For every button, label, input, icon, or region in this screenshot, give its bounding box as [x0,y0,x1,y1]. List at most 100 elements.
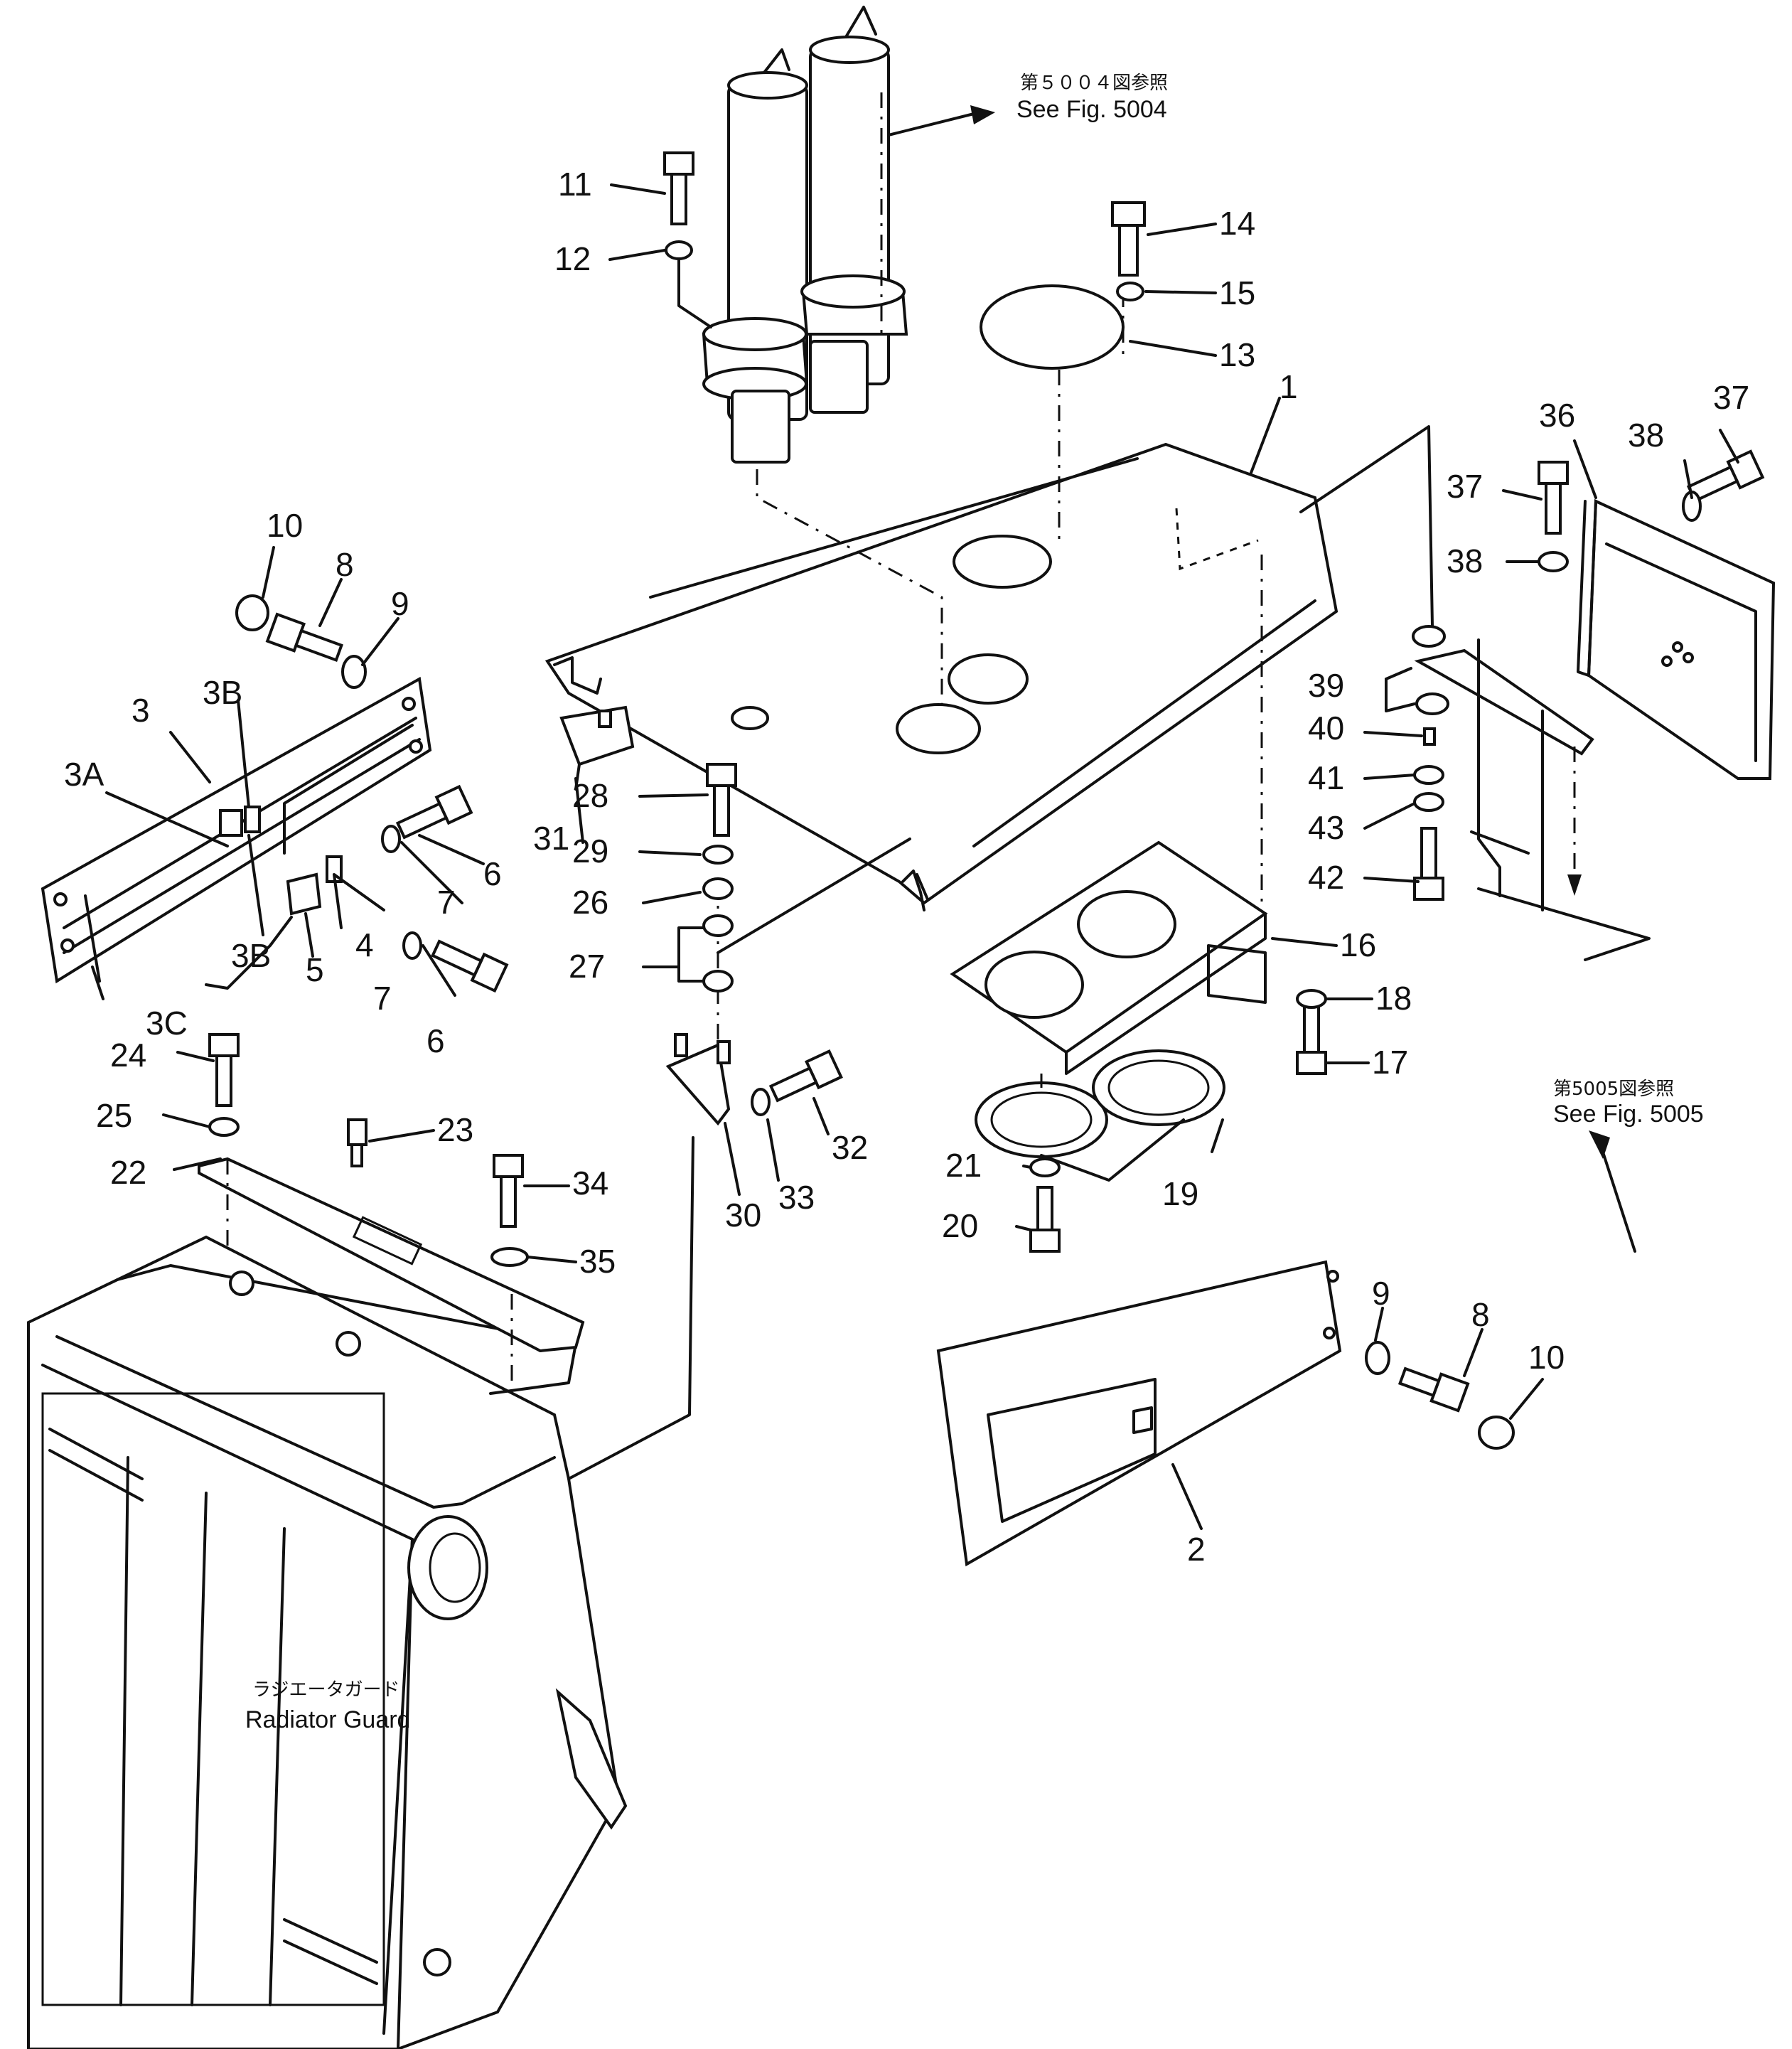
callout-37-mid: 37 [1447,468,1483,505]
bottom-frame [950,555,1268,1075]
callout-21: 21 [945,1147,982,1184]
bolt-6-top [395,784,473,840]
reference-notes: 第５００４図参照 See Fig. 5004 第5005図参照 See Fig.… [245,73,1704,1733]
top-plate [198,1157,585,1393]
callout-24: 24 [110,1037,146,1074]
callout-32: 32 [832,1129,868,1166]
callout-23: 23 [437,1111,473,1148]
cap-10-right [1478,1416,1515,1450]
callout-28: 28 [572,777,608,814]
bolt-37-mid [1538,461,1569,535]
callout-20: 20 [942,1207,978,1244]
note-fig5005-en: See Fig. 5005 [1553,1101,1704,1128]
callout-13: 13 [1219,336,1255,373]
callout-8-left: 8 [336,546,354,583]
bolt-11 [663,151,694,225]
right-bracket [1577,498,1776,780]
callout-19: 19 [1162,1175,1198,1212]
bolt-8-left [265,612,343,662]
callout-9-right: 9 [1372,1275,1390,1312]
callout-2: 2 [1187,1531,1206,1568]
callout-29: 29 [572,833,608,870]
stud-23 [347,1118,367,1167]
callout-6-bot: 6 [426,1022,445,1059]
callout-34: 34 [572,1165,608,1202]
callout-43: 43 [1308,809,1344,846]
callout-42: 42 [1308,859,1344,896]
callout-25: 25 [96,1097,132,1134]
callout-5: 5 [306,951,324,988]
callout-10-right: 10 [1528,1339,1565,1376]
callout-16: 16 [1340,926,1376,963]
callout-12: 12 [554,240,591,277]
callout-40: 40 [1308,710,1344,747]
callout-18: 18 [1375,980,1412,1017]
mount-bracket [1414,638,1651,961]
callout-3c: 3C [146,1005,188,1042]
callout-31: 31 [533,820,569,857]
note-fig5005-jp: 第5005図参照 [1553,1079,1674,1100]
bracket-30 [665,1033,731,1126]
exhaust-pipes [702,6,995,464]
bolt-6-bot [431,939,509,993]
callout-33: 33 [778,1179,815,1216]
callout-15: 15 [1219,274,1255,311]
cover-plate [980,284,1125,540]
bolt-42 [1413,827,1444,901]
callout-27: 27 [569,948,605,985]
note-fig5004-en: See Fig. 5004 [1016,96,1167,123]
left-side-panel [41,676,432,984]
cap-10-left [235,594,269,631]
bolt-17 [1296,1001,1327,1075]
callout-39: 39 [1308,667,1344,704]
callout-30: 30 [725,1197,761,1234]
cushions [1412,625,1449,746]
callout-22: 22 [110,1154,146,1191]
callout-10-left: 10 [267,507,303,544]
exhaust-leader [756,469,943,711]
bolt-24 [208,1033,240,1107]
callout-3a: 3A [64,756,104,793]
leader-27-hood [717,838,911,954]
hood-bracket-leader [1299,425,1434,627]
callout-7-bot: 7 [373,980,392,1017]
callout-36: 36 [1539,397,1575,434]
callout-9-left: 9 [391,585,409,622]
callout-14: 14 [1219,205,1255,242]
callout-labels: 1 2 3 3A 3B 3B 3C 4 5 6 6 7 7 8 8 9 9 10… [64,166,1749,1568]
callout-4: 4 [355,926,374,963]
callout-6-top: 6 [483,855,502,892]
callout-3b-bot: 3B [231,937,271,974]
callout-41: 41 [1308,759,1344,796]
callout-17: 17 [1372,1044,1408,1081]
bracket-31 [559,705,635,791]
callout-26: 26 [572,884,608,921]
bolt-8-right [1397,1366,1470,1413]
callout-35: 35 [579,1243,616,1280]
callout-7-top: 7 [437,884,456,921]
bolt-14 [1111,201,1146,277]
callout-8-right: 8 [1471,1296,1490,1333]
leader-lines [91,183,1739,1530]
callout-38-top: 38 [1628,417,1664,454]
bolt-20 [1029,1186,1061,1253]
callout-37-top: 37 [1713,379,1749,416]
callout-3: 3 [132,692,150,729]
latch-parts [286,855,343,916]
seal-rings [975,1049,1225,1182]
callout-3b-top: 3B [203,674,242,711]
main-hood-cover [544,442,1338,911]
callout-11: 11 [558,166,592,203]
radiator-guard-label-jp: ラジエータガード [252,1679,399,1701]
radiator-guard [27,1235,628,2049]
radiator-guard-label-en: Radiator Guard [245,1706,410,1733]
callout-38-mid: 38 [1447,542,1483,579]
bolt-28 [706,763,737,837]
note-fig5004-jp: 第５００４図参照 [1020,73,1168,94]
bolt-34 [493,1154,524,1228]
callout-1: 1 [1279,368,1298,405]
radiator-bracket-leader [567,1136,694,1480]
right-side-panel [936,1260,1342,1567]
bolt-32 [768,1049,843,1103]
